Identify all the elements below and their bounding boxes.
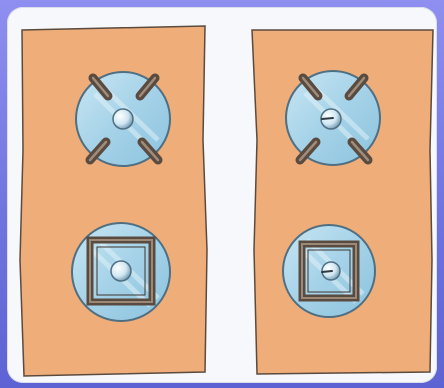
center-needle: [322, 118, 333, 119]
center-ball: [111, 261, 131, 281]
right-panel: [252, 30, 433, 374]
right-bottom-assembly: [283, 225, 375, 317]
left-top-assembly: [76, 72, 170, 166]
center-needle: [322, 271, 332, 272]
center-ball: [113, 109, 133, 129]
left-bottom-assembly: [72, 223, 170, 321]
left-panel: [20, 26, 207, 376]
right-top-assembly: [286, 71, 380, 165]
